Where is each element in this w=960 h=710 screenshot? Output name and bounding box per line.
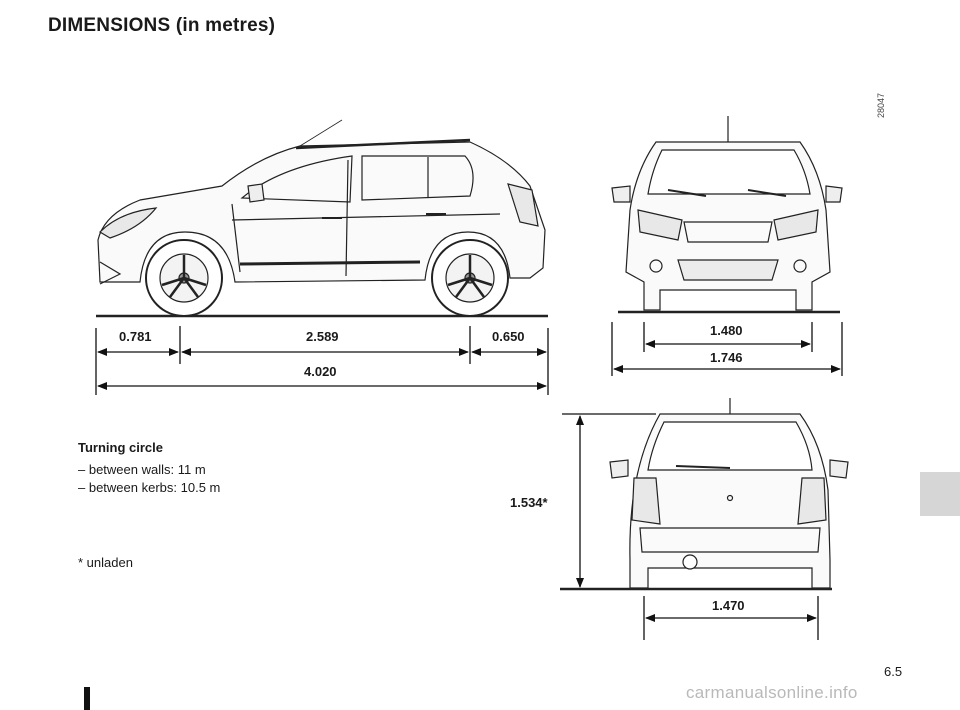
rear-track-label: 1.470 [712,598,745,613]
car-rear-view [560,398,849,591]
height-label: 1.534* [510,495,548,510]
turning-circle-title: Turning circle [78,440,163,455]
front-dimension-lines [611,322,843,376]
section-tab-marker [920,472,960,516]
side-dimension-lines [95,326,549,395]
turning-circle-walls: – between walls: 11 m [78,462,206,477]
rear-overhang-label: 0.650 [492,329,525,344]
overall-width-label: 1.746 [710,350,743,365]
front-overhang-label: 0.781 [119,329,152,344]
overall-length-label: 4.020 [304,364,337,379]
page-number: 6.5 [884,664,903,679]
car-side-view [96,119,548,318]
car-front-view [611,116,843,314]
rear-dimension-lines [562,413,819,640]
wheelbase-label: 2.589 [306,329,339,344]
corner-mark [84,687,90,710]
watermark: carmanualsonline.info [686,683,858,702]
footnote-unladen: * unladen [78,555,133,570]
turning-circle-kerbs: – between kerbs: 10.5 m [78,480,221,495]
front-track-label: 1.480 [710,323,743,338]
page-title: DIMENSIONS (in metres) [48,15,276,36]
